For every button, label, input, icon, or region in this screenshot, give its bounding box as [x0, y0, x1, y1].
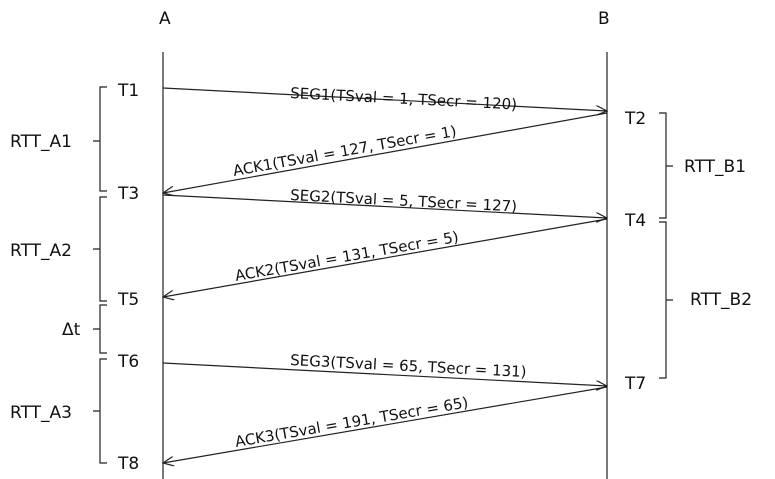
host-b-label: B [598, 9, 610, 29]
seg2-label: SEG2(TSval = 5, TSecr = 127) [290, 186, 518, 215]
rtt-a3-label: RTT_A3 [10, 403, 72, 423]
seg3-label: SEG3(TSval = 65, TSecr = 131) [290, 351, 527, 381]
seg3-arrow [162, 362, 607, 386]
rtt-a2-brace [93, 196, 107, 302]
seg1-arrow [162, 87, 607, 111]
host-a-label: A [159, 9, 171, 29]
t4-label: T4 [624, 211, 646, 231]
ack1-arrow [163, 112, 608, 193]
delta-t-label: Δt [62, 320, 81, 340]
t3-label: T3 [117, 184, 139, 204]
t1-label: T1 [117, 81, 139, 101]
rtt-a1-label: RTT_A1 [10, 132, 72, 152]
ack3-arrow [163, 386, 608, 463]
ack1-label: ACK1(TSval = 127, TSecr = 1) [232, 122, 458, 180]
seg1-label: SEG1(TSval = 1, TSecr = 120) [290, 84, 518, 113]
rtt-b2-label: RTT_B2 [690, 290, 752, 310]
rtt-b1-label: RTT_B1 [684, 157, 746, 177]
rtt-b1-brace [659, 112, 673, 219]
ack3-label: ACK3(TSval = 191, TSecr = 65) [234, 393, 470, 451]
seg2-arrow [162, 194, 607, 218]
t5-label: T5 [117, 290, 139, 310]
rtt-a2-label: RTT_A2 [10, 241, 72, 261]
t6-label: T6 [117, 352, 139, 372]
rtt-b2-brace [659, 221, 673, 379]
t2-label: T2 [624, 109, 646, 129]
ack2-arrow [163, 218, 608, 297]
rtt-a3-brace [93, 358, 107, 464]
t7-label: T7 [624, 374, 646, 394]
t8-label: T8 [117, 454, 139, 474]
ack2-label: ACK2(TSval = 131, TSecr = 5) [234, 228, 460, 285]
rtt-a1-brace [93, 86, 107, 192]
delta-t-brace [93, 304, 107, 354]
